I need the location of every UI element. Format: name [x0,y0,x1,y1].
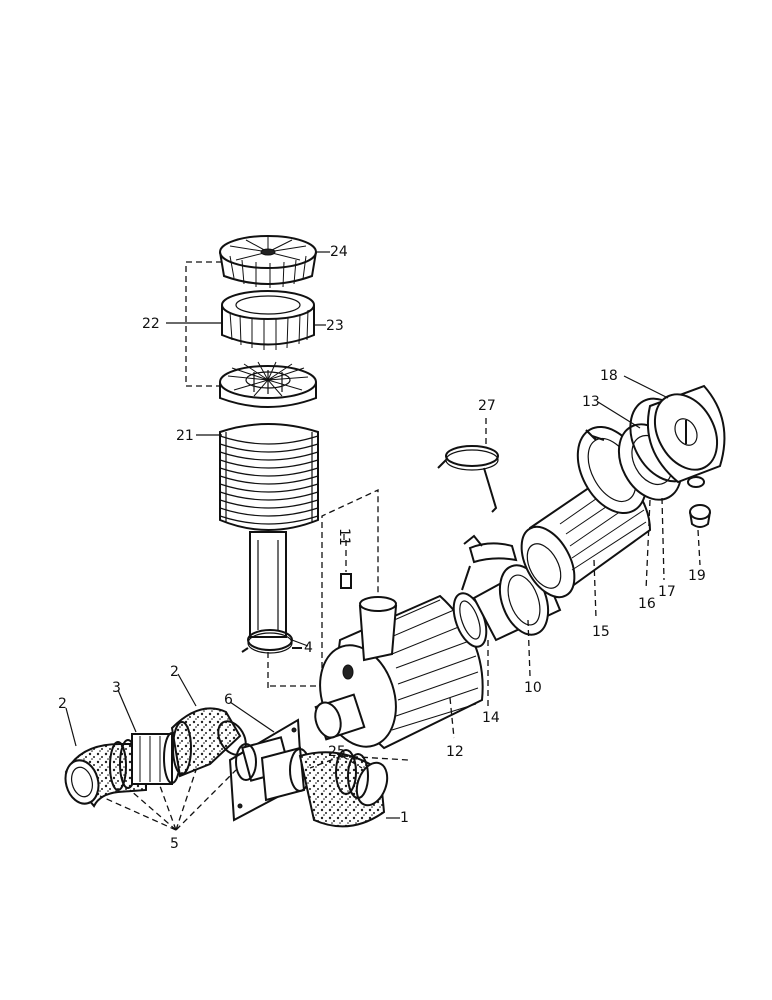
fitting-11 [340,540,352,589]
callout-labels: 24 22 23 21 11 4 27 18 13 19 17 16 15 10… [58,244,706,852]
band-clamp-27 [437,418,499,513]
callout-2-left: 2 [58,696,67,712]
callout-10: 10 [524,680,542,696]
callout-12: 12 [446,744,464,760]
leader-lines [65,251,701,831]
callout-18: 18 [600,368,618,384]
cap-24 [219,235,317,288]
callout-13: 13 [582,394,600,410]
callout-21: 21 [176,428,194,444]
vane-ring [219,361,317,408]
callout-11: 11 [336,528,352,546]
callout-24: 24 [330,244,348,260]
hose-elbow-1 [298,749,389,828]
callout-1: 1 [400,810,409,826]
air-filter-housing-12 [314,594,484,750]
stack-link [267,488,379,688]
callout-14: 14 [482,710,500,726]
callout-23: 23 [326,318,344,334]
callout-16: 16 [638,596,656,612]
callout-2-right: 2 [170,664,179,680]
callout-22: 22 [142,316,160,332]
hose-section-3 [131,732,181,785]
callout-17: 17 [658,584,676,600]
callout-15: 15 [592,624,610,640]
callout-25: 25 [328,744,346,760]
filter-element-21 [219,423,319,638]
assembly-bracket [185,261,222,387]
callout-27: 27 [478,398,496,414]
callout-5: 5 [170,836,179,852]
cyclone-ring-23 [221,290,315,350]
hose-adapter [260,746,311,802]
end-cover-18 [646,384,726,488]
callout-3: 3 [112,680,121,696]
callout-4: 4 [304,640,313,656]
callout-6: 6 [224,692,233,708]
callout-19: 19 [688,568,706,584]
tube-bracket [461,534,518,591]
clip-19 [689,504,711,528]
